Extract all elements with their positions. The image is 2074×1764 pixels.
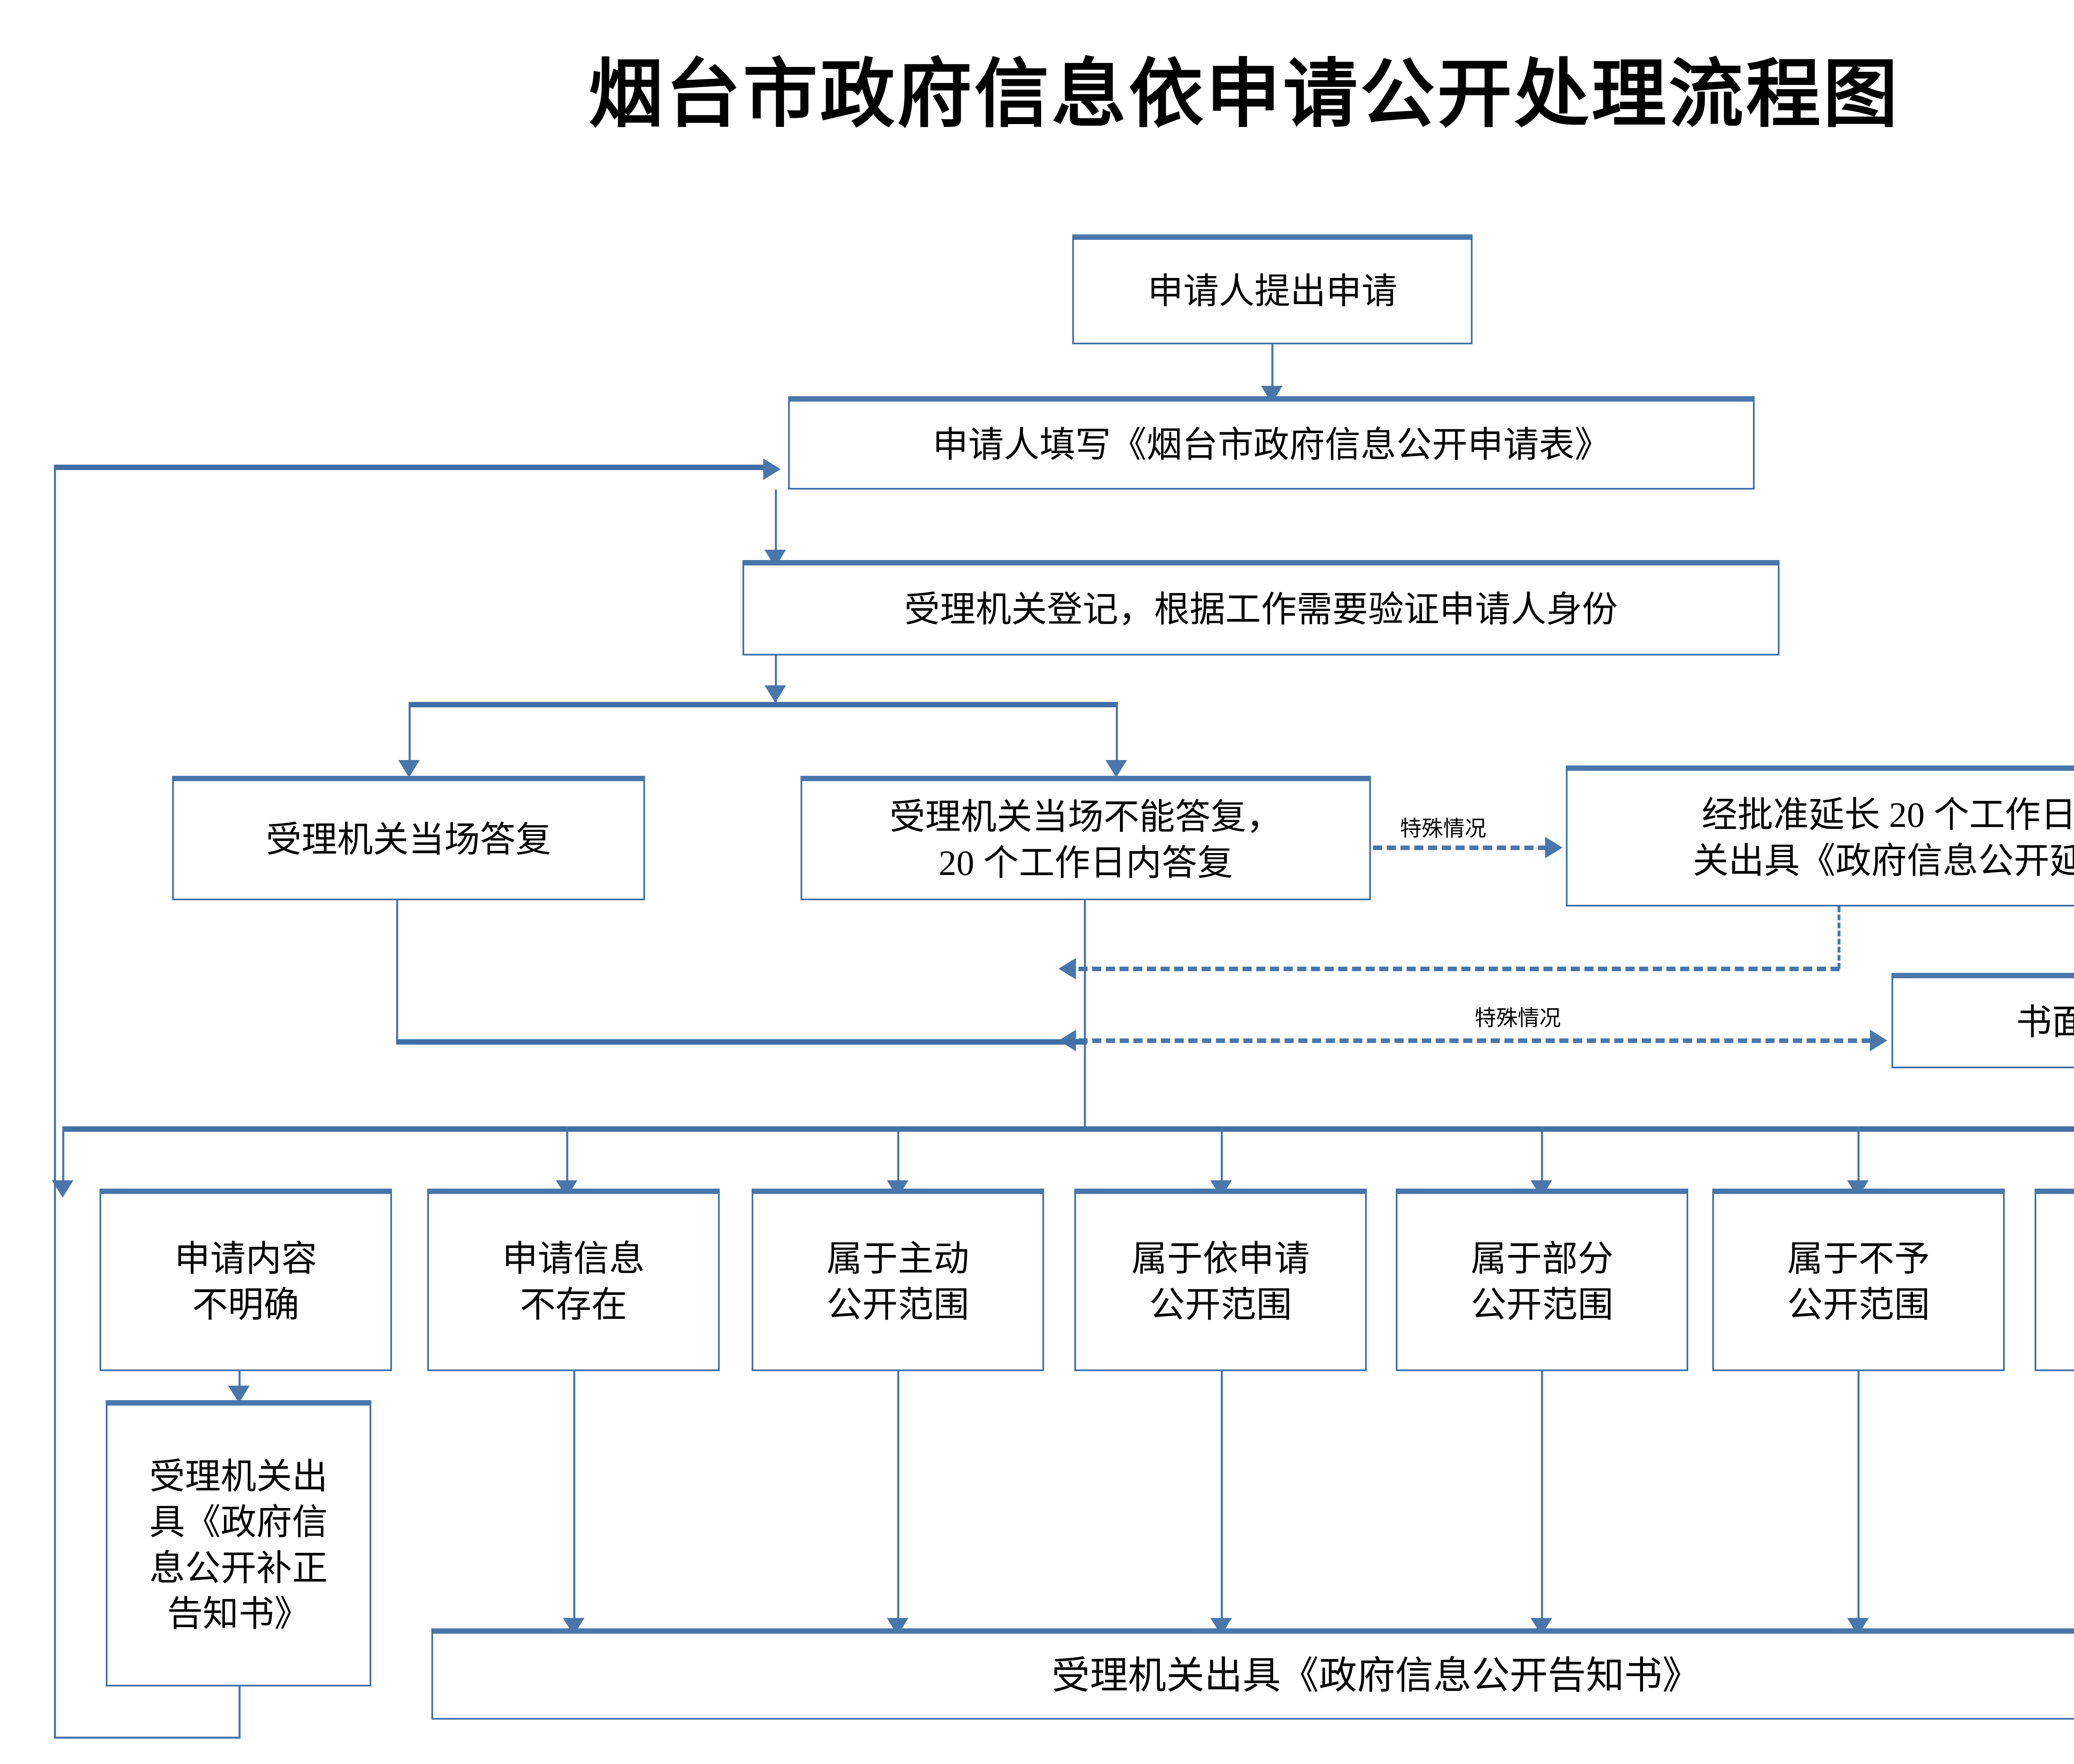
spine-vertical <box>1084 900 1086 1128</box>
feedback-left-riser <box>54 465 56 1738</box>
feedback-down-from-correction <box>239 1686 241 1738</box>
node-answer-onsite-label: 受理机关当场答复 <box>266 820 551 860</box>
final-drop-3 <box>897 1371 899 1626</box>
node-register: 受理机关登记，根据工作需要验证申请人身份 <box>742 560 1779 655</box>
arrowhead-extend-to-spine <box>1059 958 1076 979</box>
dashed-special-case-2 <box>1078 1038 1871 1043</box>
edge-label-special-case-1: 特殊情况 <box>1400 817 1487 841</box>
node-fill-form: 申请人填写《烟台市政府信息公开申请表》 <box>788 396 1755 490</box>
connector-form-to-register <box>775 490 777 554</box>
node-result-6: 属于不予 公开范围 <box>1712 1189 2005 1371</box>
dashed-extend-to-spine <box>1078 967 1840 971</box>
node-answer-onsite: 受理机关当场答复 <box>172 776 645 900</box>
result-drop-2 <box>566 1126 568 1184</box>
node-result-1: 申请内容 不明确 <box>100 1189 392 1371</box>
dashed-special-case-1 <box>1373 845 1547 850</box>
arrowhead-special-case-1 <box>1545 837 1563 858</box>
node-final-notice: 受理机关出具《政府信息公开告知书》 <box>431 1628 2074 1720</box>
connector-onsite-to-spine <box>396 1039 1087 1045</box>
node-result-7: 不属于受理机关 掌握范围 <box>2035 1189 2074 1371</box>
node-result-5: 属于部分 公开范围 <box>1396 1189 1688 1371</box>
node-register-label: 受理机关登记，根据工作需要验证申请人身份 <box>904 590 1618 630</box>
distributor-bar-top <box>409 702 1118 707</box>
feedback-top-to-form <box>54 465 765 470</box>
final-drop-6 <box>1857 1371 1860 1626</box>
arrowhead-branch-right <box>1105 760 1127 777</box>
arrowhead-special-case-2-right <box>1870 1030 1887 1051</box>
node-result-4: 属于依申请 公开范围 <box>1074 1189 1367 1371</box>
feedback-bottom <box>54 1737 241 1739</box>
dashed-extend-down <box>1838 906 1840 969</box>
node-fill-form-label: 申请人填写《烟台市政府信息公开申请表》 <box>932 424 1610 465</box>
connector-register-down <box>775 655 777 703</box>
node-result-2-label: 申请信息 不存在 <box>502 1239 645 1325</box>
branch-right-down <box>1116 702 1118 764</box>
result-drop-4 <box>1221 1126 1223 1184</box>
edge-label-special-case-2: 特殊情况 <box>1475 1007 1561 1031</box>
result-drop-3 <box>897 1126 899 1184</box>
arrowhead-feedback-to-form <box>763 458 781 480</box>
connector-apply-to-form <box>1271 344 1273 390</box>
node-result-3: 属于主动 公开范围 <box>752 1189 1044 1371</box>
node-answer-20days: 受理机关当场不能答复， 20 个工作日内答复 <box>801 776 1371 900</box>
node-third-party: 书面征求第三方意见 <box>1891 973 2074 1068</box>
node-result-3-label: 属于主动 公开范围 <box>826 1239 969 1325</box>
node-correction-notice: 受理机关出 具《政府信 息公开补正 告知书》 <box>106 1400 371 1686</box>
branch-left-down <box>409 702 411 764</box>
arrowhead-branch-mid <box>764 685 786 703</box>
connector-onsite-down <box>396 900 398 1041</box>
node-extend-20days-label: 经批准延长 20 个工作日内答复，受理机 关出具《政府信息公开延期答复告知书》 <box>1693 795 2074 881</box>
final-drop-5 <box>1541 1371 1543 1626</box>
node-result-4-label: 属于依申请 公开范围 <box>1131 1239 1310 1325</box>
final-drop-2 <box>573 1371 575 1626</box>
node-apply: 申请人提出申请 <box>1072 234 1473 344</box>
result-drop-1 <box>62 1126 64 1184</box>
arrowhead-branch-left <box>398 760 420 777</box>
node-result-6-label: 属于不予 公开范围 <box>1787 1239 1930 1325</box>
node-final-notice-label: 受理机关出具《政府信息公开告知书》 <box>1052 1654 1701 1697</box>
node-third-party-label: 书面征求第三方意见 <box>2016 1002 2074 1043</box>
final-drop-4 <box>1221 1371 1223 1626</box>
page-title: 烟台市政府信息依申请公开处理流程图 <box>588 53 1900 136</box>
node-answer-20days-label: 受理机关当场不能答复， 20 个工作日内答复 <box>889 797 1282 883</box>
result-drop-5 <box>1541 1126 1543 1184</box>
node-result-2: 申请信息 不存在 <box>427 1189 720 1371</box>
node-result-5-label: 属于部分 公开范围 <box>1470 1239 1614 1325</box>
node-extend-20days: 经批准延长 20 个工作日内答复，受理机 关出具《政府信息公开延期答复告知书》 <box>1566 765 2074 906</box>
node-result-1-label: 申请内容 不明确 <box>174 1239 317 1325</box>
connector-result1-to-correction <box>239 1371 241 1396</box>
node-apply-label: 申请人提出申请 <box>1147 271 1397 311</box>
result-drop-6 <box>1857 1126 1860 1184</box>
distributor-bar-results <box>62 1126 2074 1132</box>
node-correction-notice-label: 受理机关出 具《政府信 息公开补正 告知书》 <box>149 1457 328 1634</box>
